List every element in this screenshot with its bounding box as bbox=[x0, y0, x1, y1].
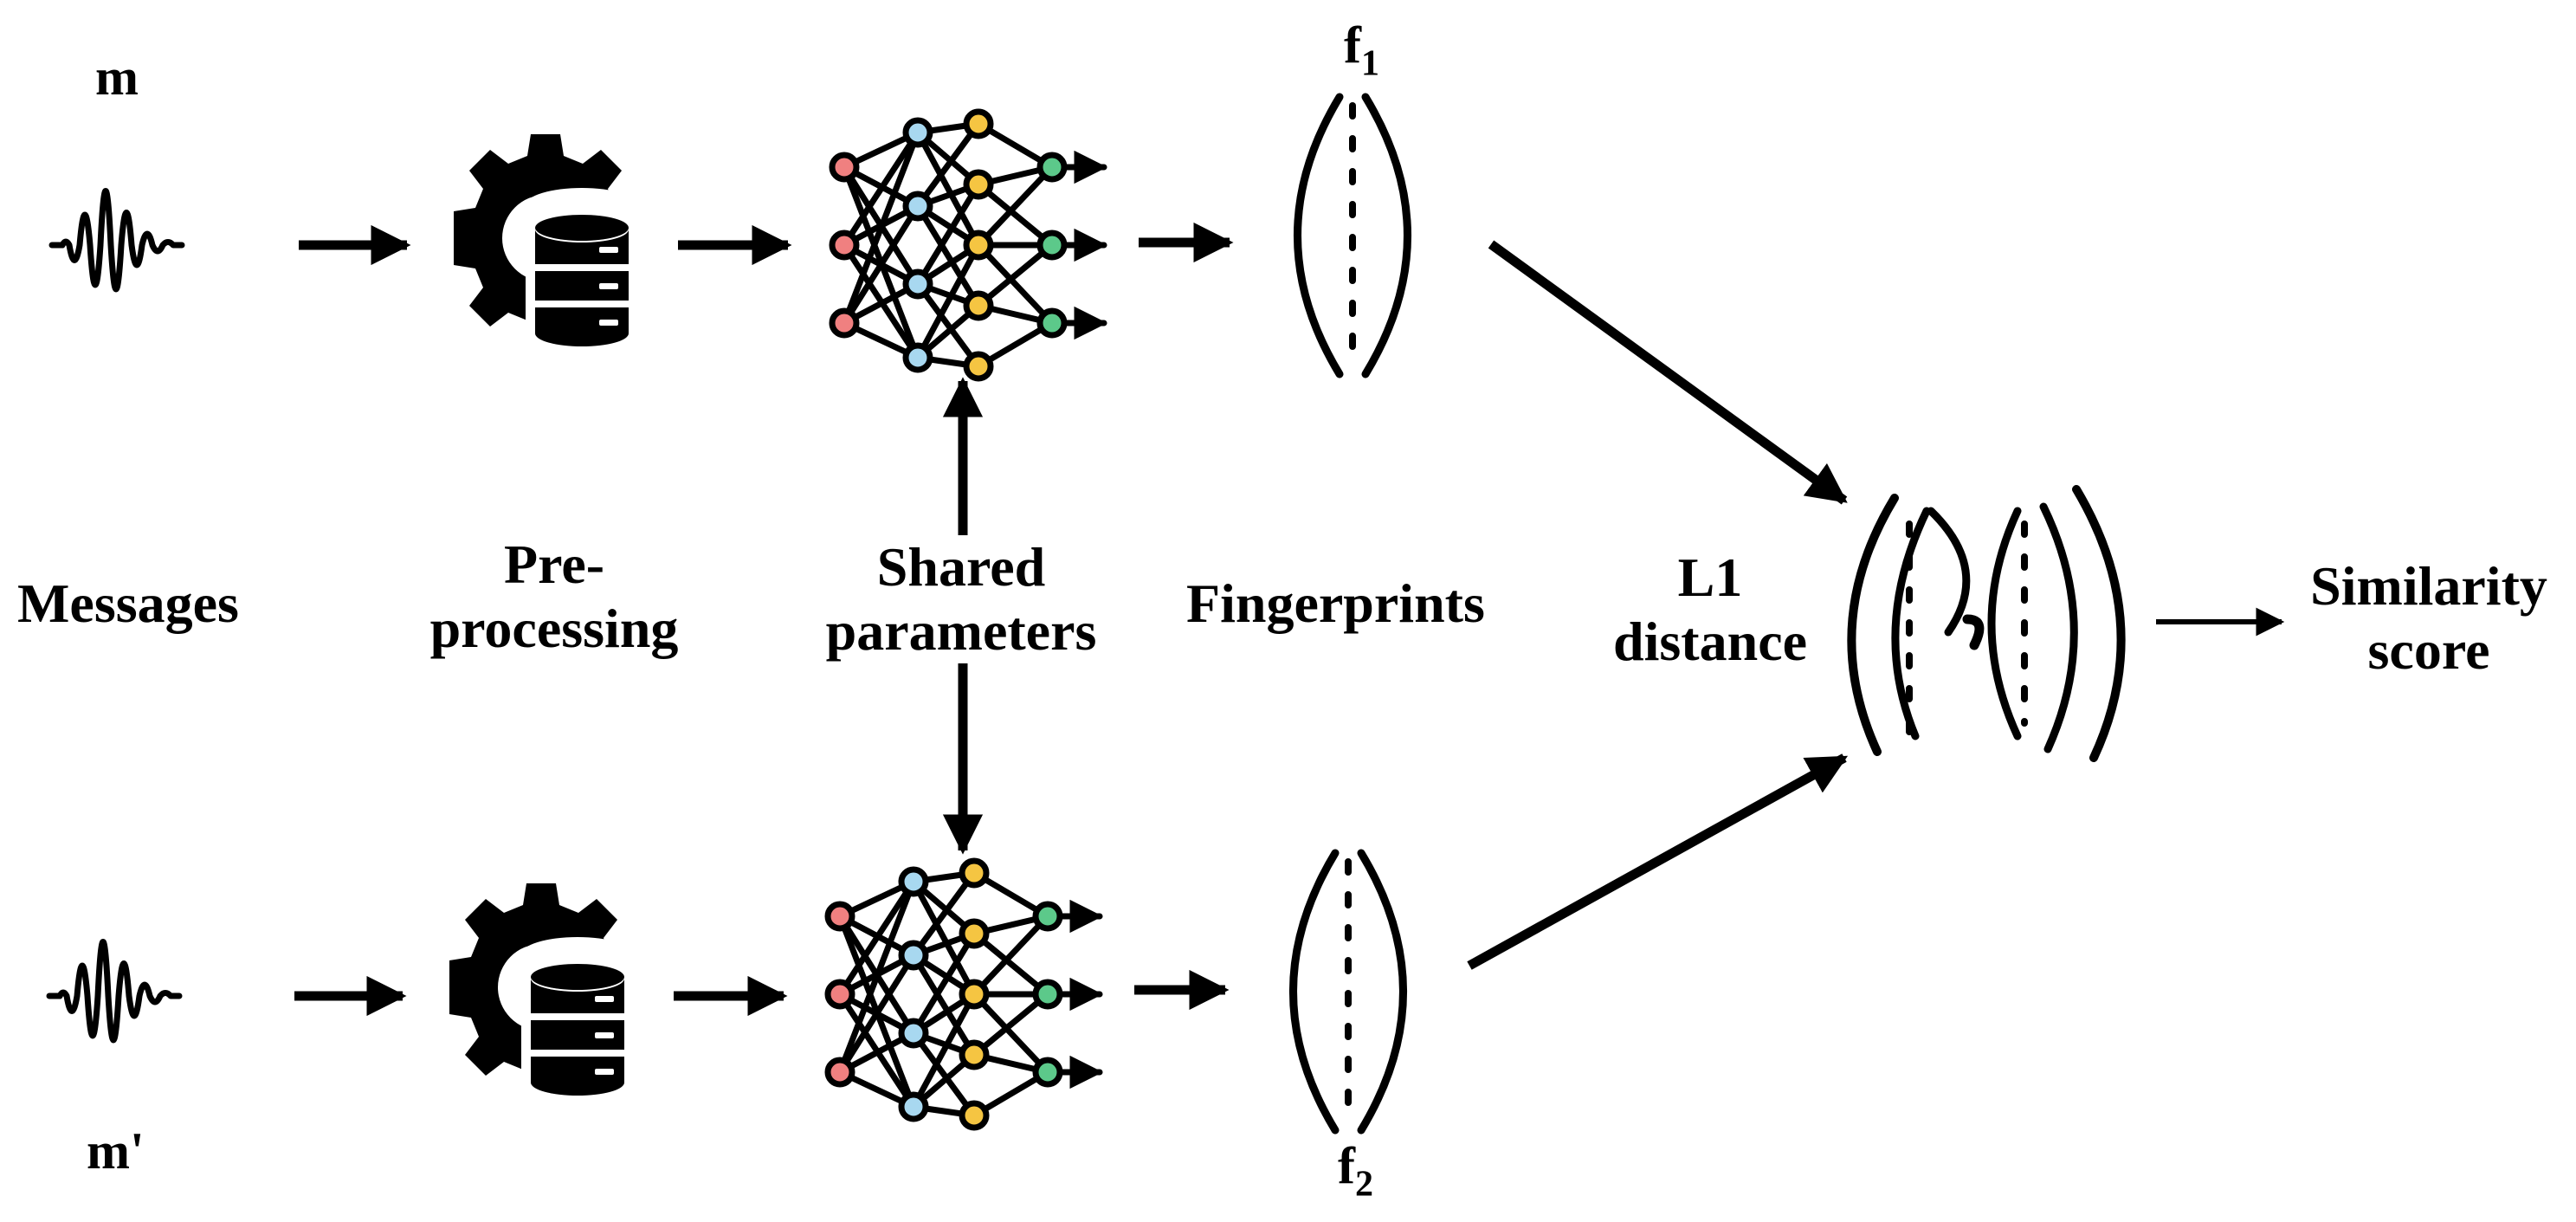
vector-pair-icon bbox=[1847, 485, 2126, 762]
bottom-gear-database-icon bbox=[449, 883, 634, 1115]
input-label-bottom: m' bbox=[87, 1122, 145, 1180]
top-fingerprint-vector-icon bbox=[1298, 97, 1408, 374]
shared-line1: Shared bbox=[876, 536, 1046, 598]
distance-line1: L1 bbox=[1677, 546, 1743, 608]
bottom-neural-network-icon bbox=[828, 861, 1100, 1128]
fingerprint-top-subscript: 1 bbox=[1360, 43, 1379, 84]
stage-label-preprocessing: Pre- processing bbox=[416, 533, 693, 661]
preprocessing-line2: processing bbox=[429, 598, 679, 660]
stage-label-l1-distance: L1 distance bbox=[1606, 546, 1814, 674]
vector-pair-comma bbox=[1962, 614, 1985, 650]
fingerprint-bottom-base: f bbox=[1338, 1137, 1355, 1194]
fingerprint-label-bottom: f2 bbox=[1338, 1136, 1373, 1206]
similarity-line1: Similarity bbox=[2310, 555, 2547, 617]
arrow-f2-to-distance bbox=[1467, 753, 1849, 970]
distance-line2: distance bbox=[1613, 611, 1807, 673]
stage-label-shared-parameters: Shared parameters bbox=[801, 535, 1121, 664]
bottom-fingerprint-vector-icon bbox=[1294, 853, 1404, 1130]
stage-label-similarity-score: Similarity score bbox=[2290, 554, 2567, 682]
stage-label-fingerprints: Fingerprints bbox=[1186, 572, 1485, 634]
fingerprint-bottom-subscript: 2 bbox=[1354, 1164, 1373, 1205]
arrow-f1-to-distance bbox=[1488, 240, 1848, 505]
fingerprint-label-top: f1 bbox=[1344, 16, 1379, 85]
similarity-line2: score bbox=[2367, 619, 2490, 682]
top-neural-network-icon bbox=[832, 112, 1104, 378]
input-label-top: m bbox=[95, 48, 139, 106]
shared-line2: parameters bbox=[825, 600, 1097, 663]
top-waveform-icon bbox=[52, 191, 182, 290]
stage-label-messages: Messages bbox=[17, 572, 239, 634]
fingerprint-top-base: f bbox=[1344, 16, 1361, 74]
bottom-waveform-icon bbox=[49, 942, 179, 1041]
top-gear-database-icon bbox=[454, 134, 638, 366]
preprocessing-line1: Pre- bbox=[503, 533, 605, 595]
